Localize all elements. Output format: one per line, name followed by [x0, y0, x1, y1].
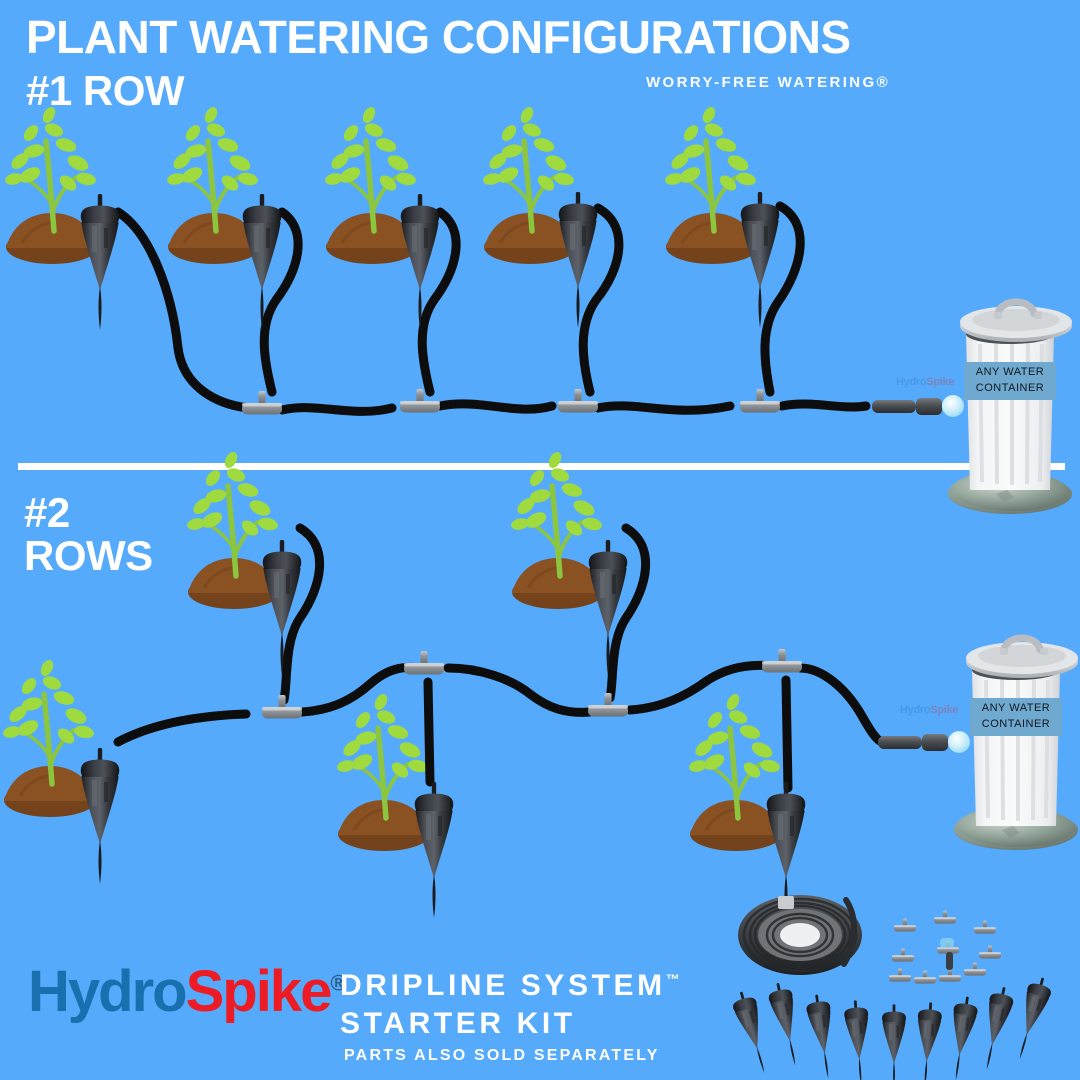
product-name-text: DRIPLINE SYSTEM [340, 969, 666, 1002]
row1-plant-1 [4, 105, 98, 264]
row2-diagram [2, 450, 1078, 918]
row1-inline-connector [872, 395, 964, 417]
watermark-row2: HydroSpike [900, 704, 958, 716]
watermark-row1-spike: Spike [926, 376, 955, 388]
row2-heading-line1: #2 [24, 489, 70, 536]
row1-container-label-line1: ANY WATER [975, 366, 1045, 378]
row1-tube-1 [113, 207, 253, 413]
tee-fittings-cluster [889, 910, 1001, 984]
row1-manifold-b [435, 399, 557, 414]
row1-plant-5 [664, 105, 758, 264]
row1-plant-2 [166, 105, 260, 264]
row2-water-container [954, 638, 1078, 850]
row2-heading: #2 ROWS [24, 489, 153, 579]
page-title: PLANT WATERING CONFIGURATIONS [26, 11, 851, 63]
row1-tube-3 [417, 207, 461, 397]
watermark-row1-hydro: Hydro [896, 376, 927, 388]
row1-plant-3 [324, 105, 418, 264]
row2-manifold-d [625, 660, 777, 715]
footer: HydroSpike® DRIPLINE SYSTEM™ STARTER KIT… [0, 955, 1080, 1080]
row2-inline-connector [878, 731, 970, 753]
tubing-coil [738, 895, 862, 975]
row2-tee-top-1 [404, 651, 444, 675]
row1-water-container [948, 302, 1072, 514]
row2-drop-1 [423, 677, 435, 787]
watermark-row2-hydro: Hydro [900, 704, 931, 716]
row1-manifold-d [777, 399, 871, 412]
row2-plant-bottom-3 [688, 692, 782, 851]
row2-manifold-a [113, 709, 251, 747]
product-name-line2: STARTER KIT [340, 1007, 576, 1040]
row2-container-label: ANY WATER CONTAINER [970, 698, 1062, 736]
row1-diagram [4, 105, 1072, 514]
row2-plant-top-2 [510, 450, 604, 609]
row2-tee-bottom-1 [262, 695, 302, 719]
logo-spike-text: Spike [185, 959, 333, 1024]
row1-plant-4 [482, 105, 576, 264]
row2-spike-top-2 [588, 540, 628, 676]
row2-spike-bottom-2 [414, 782, 454, 918]
row2-container-label-line2: CONTAINER [981, 717, 1051, 730]
row2-container-label-line1: ANY WATER [981, 702, 1051, 714]
row1-container-label: ANY WATER CONTAINER [964, 362, 1056, 400]
section-divider [18, 463, 1065, 470]
logo-hydro-text: Hydro [28, 959, 188, 1024]
row2-tee-bottom-2 [588, 693, 628, 717]
product-name-line1: DRIPLINE SYSTEM™ [340, 969, 680, 1003]
row2-drop-2 [781, 675, 793, 793]
watermark-row1: HydroSpike [896, 376, 954, 388]
row2-heading-line2: ROWS [24, 531, 153, 579]
row2-plant-bottom-2 [336, 692, 430, 851]
row1-tube-2 [259, 207, 303, 397]
row1-manifold-c [593, 401, 735, 415]
row2-spike-bottom-1 [80, 748, 120, 884]
row1-tube-4 [578, 203, 624, 397]
row2-tee-top-2 [762, 649, 802, 673]
hydrospike-logo: HydroSpike® [28, 963, 347, 1021]
brand-tagline: WORRY-FREE WATERING® [646, 74, 891, 91]
row1-container-label-line2: CONTAINER [975, 381, 1045, 394]
row1-tube-5 [760, 201, 805, 397]
row1-heading: #1 ROW [26, 67, 185, 114]
parts-disclaimer: PARTS ALSO SOLD SEPARATELY [344, 1047, 660, 1064]
row2-spike-top-1 [262, 540, 302, 676]
row2-manifold-c [443, 663, 595, 717]
row1-tee-1 [242, 391, 282, 415]
watermark-row2-spike: Spike [930, 704, 959, 716]
row1-manifold-a [277, 403, 397, 416]
row2-tube-top-1 [279, 523, 325, 705]
row2-plant-bottom-1 [2, 658, 96, 817]
starter-kit-parts [729, 895, 1055, 1080]
row1-spike-1 [80, 194, 120, 330]
row2-tube-top-2 [605, 523, 651, 703]
trademark-mark: ™ [665, 971, 680, 987]
row2-plant-top-1 [186, 450, 280, 609]
row2-manifold-e [795, 663, 887, 747]
logo-registered-mark: ® [330, 970, 347, 996]
row2-manifold-b [297, 662, 425, 717]
